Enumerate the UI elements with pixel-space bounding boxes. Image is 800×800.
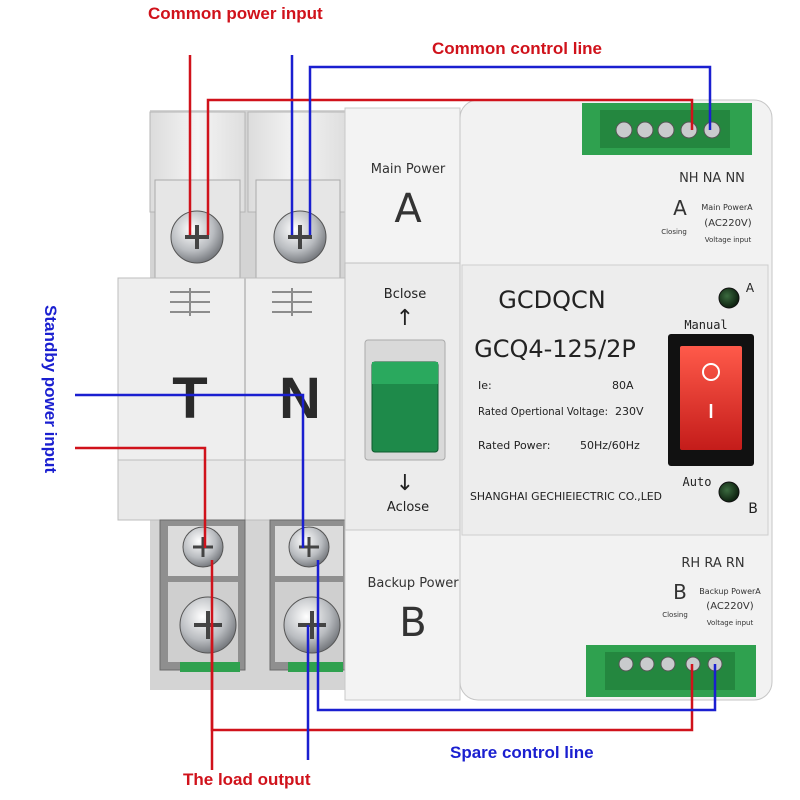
manufacturer-label: SHANGHAI GECHIEIECTRIC CO.,LED bbox=[470, 490, 662, 503]
top-terminal-labels: NH NA NN bbox=[679, 171, 745, 186]
led-a-icon bbox=[718, 287, 740, 309]
top-letter: A bbox=[673, 196, 687, 220]
brand-label: GCDQCN bbox=[498, 286, 605, 314]
callout-load-output: The load output bbox=[183, 770, 311, 789]
voltage-value: 230V bbox=[615, 405, 644, 418]
wire-spare-control-blue bbox=[316, 560, 717, 712]
auto-label: Auto bbox=[683, 475, 712, 489]
wires bbox=[75, 55, 717, 770]
pole-label-t: T bbox=[172, 366, 207, 431]
voltage-label: Rated Opertional Voltage: bbox=[478, 405, 608, 418]
model-label: GCQ4-125/2P bbox=[474, 335, 636, 363]
bottom-desc-2: (AC220V) bbox=[706, 601, 753, 612]
callout-spare-control-line: Spare control line bbox=[450, 743, 594, 762]
breaker-module: T N bbox=[117, 110, 351, 690]
screw-bottom-right-1 bbox=[288, 526, 330, 568]
bottom-letter: B bbox=[673, 580, 687, 604]
bottom-desc-1: Backup PowerA bbox=[699, 587, 761, 596]
led-b-label: B bbox=[748, 501, 758, 517]
wire-standby-blue bbox=[75, 393, 305, 548]
top-terminal-block bbox=[582, 103, 752, 155]
manual-label: Manual bbox=[684, 318, 727, 332]
ie-value: 80A bbox=[612, 379, 634, 392]
aclose-label: Aclose bbox=[387, 500, 429, 515]
callout-common-power-input: Common power input bbox=[148, 4, 323, 23]
backup-power-label: Backup Power bbox=[367, 576, 459, 591]
callout-common-control-line: Common control line bbox=[432, 39, 602, 58]
screw-top-left bbox=[170, 210, 224, 264]
screw-bottom-left-2 bbox=[179, 596, 237, 654]
screw-bottom-left-1 bbox=[182, 526, 224, 568]
arrow-up-icon: ↑ bbox=[396, 306, 414, 331]
top-desc-2: (AC220V) bbox=[704, 218, 751, 229]
wire-common-control-red bbox=[206, 98, 694, 235]
pole-label-n: N bbox=[279, 366, 321, 431]
bottom-closing: Closing bbox=[662, 611, 688, 619]
top-desc-1: Main PowerA bbox=[701, 203, 753, 212]
bottom-desc-3: Voltage input bbox=[707, 619, 754, 627]
switch-module: Main Power A Bclose ↑ ↓ Aclose Backup Po… bbox=[344, 107, 461, 701]
wire-standby-red bbox=[75, 446, 207, 548]
callout-standby-power-input: Standby power input bbox=[41, 305, 60, 474]
backup-power-letter: B bbox=[399, 600, 426, 646]
led-b-icon bbox=[718, 481, 740, 503]
bottom-terminal-block bbox=[586, 645, 756, 697]
power-value: 50Hz/60Hz bbox=[580, 439, 640, 452]
led-a-label: A bbox=[746, 281, 755, 295]
screw-bottom-right-2 bbox=[283, 596, 341, 654]
bottom-terminal-labels: RH RA RN bbox=[681, 556, 744, 571]
controller-module: NH NA NN A Closing Main PowerA (AC220V) … bbox=[459, 99, 773, 701]
top-desc-3: Voltage input bbox=[705, 236, 752, 244]
main-power-label: Main Power bbox=[371, 162, 446, 177]
ie-label: Ie: bbox=[478, 379, 492, 392]
arrow-down-icon: ↓ bbox=[396, 471, 414, 496]
power-label: Rated Power: bbox=[478, 439, 550, 452]
mode-rocker-switch[interactable] bbox=[668, 334, 754, 466]
top-closing: Closing bbox=[661, 228, 687, 236]
screw-top-right bbox=[273, 210, 327, 264]
main-power-letter: A bbox=[394, 186, 422, 232]
wire-common-control-blue bbox=[308, 65, 712, 235]
bclose-label: Bclose bbox=[384, 287, 426, 302]
